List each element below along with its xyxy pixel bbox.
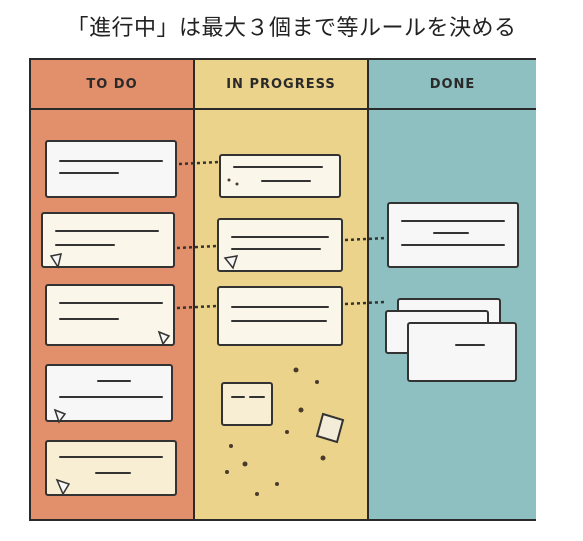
done-card[interactable]	[407, 322, 517, 382]
column-header-todo: TO DO	[31, 60, 193, 110]
column-header-in-progress: IN PROGRESS	[195, 60, 367, 110]
done-card[interactable]	[387, 202, 519, 268]
todo-card[interactable]	[41, 212, 175, 268]
column-header-done: DONE	[369, 60, 536, 110]
todo-card[interactable]	[45, 284, 175, 346]
todo-card[interactable]	[45, 140, 177, 198]
column-todo: TO DO	[31, 60, 195, 519]
in-progress-card[interactable]	[219, 154, 341, 198]
in-progress-card[interactable]	[217, 218, 343, 272]
todo-card[interactable]	[45, 364, 173, 422]
kanban-board: TO DO IN PROGRESS	[29, 58, 536, 521]
connector-lines	[49, 160, 388, 496]
in-progress-card[interactable]	[217, 286, 343, 346]
sticky-note[interactable]	[221, 382, 273, 426]
caption-text: 「進行中」は最大３個まで等ルールを決める	[66, 16, 517, 41]
column-done: DONE	[369, 60, 536, 519]
column-in-progress: IN PROGRESS	[195, 60, 369, 519]
